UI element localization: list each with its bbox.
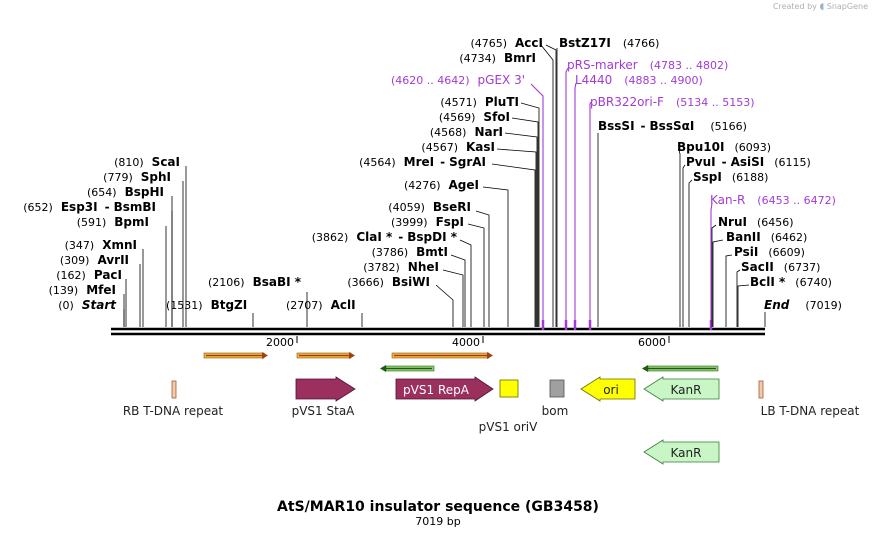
snapgene-credit: Created by ◖ SnapGene — [773, 2, 868, 12]
pvs1-staa-arrow — [295, 376, 356, 402]
site-bsabi: (2106)BsaBI * — [208, 275, 302, 289]
pvs1-repa-arrow — [395, 376, 494, 402]
sites-mid: (3666)BsiWI (3782)NheI (3786)BmtI (3862)… — [312, 36, 660, 289]
site-bmti: (3786)BmtI — [372, 245, 448, 259]
credit-brand: SnapGene — [826, 2, 868, 11]
site-xmni: (347)XmnI — [65, 238, 137, 252]
tick-label-2000: 2000 — [266, 336, 294, 349]
bom-box — [549, 379, 565, 398]
bom-label: bom — [542, 404, 569, 418]
site-bsssi-bsssai: BssSI-BssSαI(5166) — [598, 119, 747, 133]
primer-prs-marker: pRS-marker(4783 .. 4802) — [567, 58, 728, 72]
primer-labels: (4620 .. 4642)pGEX 3' pRS-marker(4783 ..… — [391, 58, 836, 207]
primer-pbr322ori-f: pBR322ori-F(5134 .. 5153) — [590, 95, 755, 109]
sites-left: (0)Start (139)MfeI (162)PacI (309)AvrII … — [23, 155, 355, 312]
site-end: End(7019) — [764, 298, 842, 312]
orf-arrow-4 — [380, 365, 435, 372]
sequence-length: 7019 bp — [415, 515, 460, 528]
site-bstz17i: BstZ17I(4766) — [559, 36, 659, 50]
site-acci: (4765)AccI — [470, 36, 543, 50]
site-pluti: (4571)PluTI — [440, 95, 519, 109]
orf-arrow-5 — [642, 365, 719, 372]
site-nrui: NruI(6456) — [718, 215, 794, 229]
site-acli: (2707)AclI — [286, 298, 356, 312]
site-psii: PsiI(6609) — [734, 245, 805, 259]
site-sacii: SacII(6737) — [741, 260, 820, 274]
features: RB T-DNA repeat pVS1 StaA pVS1 RepA pVS1… — [123, 376, 860, 465]
site-mfei: (139)MfeI — [49, 283, 116, 297]
site-paci: (162)PacI — [56, 268, 122, 282]
kanr-label-1: KanR — [671, 383, 702, 397]
primer-ticks — [541, 320, 713, 330]
site-nari: (4568)NarI — [430, 125, 503, 139]
site-kasi: (4567)KasI — [421, 140, 495, 154]
ori-label: ori — [603, 383, 619, 397]
site-agei: (4276)AgeI — [404, 178, 479, 192]
backbone — [111, 327, 765, 336]
pvs1-repa-label: pVS1 RepA — [403, 383, 470, 397]
site-fspi: (3999)FspI — [391, 215, 464, 229]
tick-label-6000: 6000 — [638, 336, 666, 349]
rb-tdna-repeat-box — [171, 380, 177, 399]
site-lines-mid — [435, 44, 599, 327]
scale: 2000 4000 6000 — [266, 336, 670, 349]
site-sphi: (779)SphI — [103, 170, 171, 184]
site-mrei-sgrai: (4564)MreI-SgrAI — [359, 155, 486, 169]
site-lines-left — [123, 166, 363, 327]
site-esp3i-bsmbi: (652)Esp3I-BsmBI — [23, 200, 156, 214]
primer-l4440: L4440(4883 .. 4900) — [575, 73, 703, 87]
credit-text: Created by — [772, 2, 817, 11]
lb-tdna-repeat-box — [758, 380, 764, 399]
kanr-label-2: KanR — [671, 446, 702, 460]
primer-kan-r: Kan-R(6453 .. 6472) — [710, 193, 836, 207]
ori-arrow — [580, 376, 636, 402]
site-bpmi: (591)BpmI — [77, 215, 149, 229]
orf-arrows — [203, 352, 719, 372]
site-bmri: (4734)BmrI — [459, 51, 536, 65]
map-title: AtS/MAR10 insulator sequence (GB3458) — [277, 499, 599, 515]
site-bsiwi: (3666)BsiWI — [347, 275, 430, 289]
site-bsphi: (654)BspHI — [87, 185, 164, 199]
rb-tdna-repeat-label: RB T-DNA repeat — [123, 404, 224, 418]
orf-arrow-3 — [391, 352, 493, 359]
pvs1-oriv-label: pVS1 oriV — [479, 420, 539, 434]
site-pvui-asisi: PvuI-AsiSI(6115) — [686, 155, 811, 169]
site-avrii: (309)AvrII — [60, 253, 129, 267]
site-lines-right — [678, 149, 766, 327]
orf-arrow-1 — [203, 352, 268, 359]
snapgene-logo: ◖ — [819, 2, 825, 12]
sites-right: BssSI-BssSαI(5166) Bpu10I(6093) PvuI-Asi… — [598, 119, 842, 312]
site-sfoi: (4569)SfoI — [439, 110, 510, 124]
pvs1-oriv-box — [499, 379, 519, 398]
site-bseri: (4059)BseRI — [388, 200, 471, 214]
primer-lines — [530, 67, 713, 327]
site-nhei: (3782)NheI — [363, 260, 439, 274]
primer-pgex3: (4620 .. 4642)pGEX 3' — [391, 73, 525, 87]
site-clai-bspdi: (3862)ClaI *-BspDI * — [312, 230, 458, 244]
site-banii: BanII(6462) — [726, 230, 807, 244]
lb-tdna-repeat-label: LB T-DNA repeat — [761, 404, 860, 418]
tick-label-4000: 4000 — [452, 336, 480, 349]
kanr-arrow-1 — [643, 376, 720, 402]
orf-arrow-2 — [296, 352, 355, 359]
site-bpu10i: Bpu10I(6093) — [677, 140, 771, 154]
site-scai: (810)ScaI — [114, 155, 180, 169]
pvs1-staa-label: pVS1 StaA — [292, 404, 356, 418]
kanr-arrow-2 — [643, 439, 720, 465]
site-btgzi: (1531)BtgZI — [166, 298, 247, 312]
site-sspi: SspI(6188) — [693, 170, 768, 184]
site-start: (0)Start — [58, 298, 117, 312]
site-bcli: BclI *(6740) — [750, 275, 832, 289]
